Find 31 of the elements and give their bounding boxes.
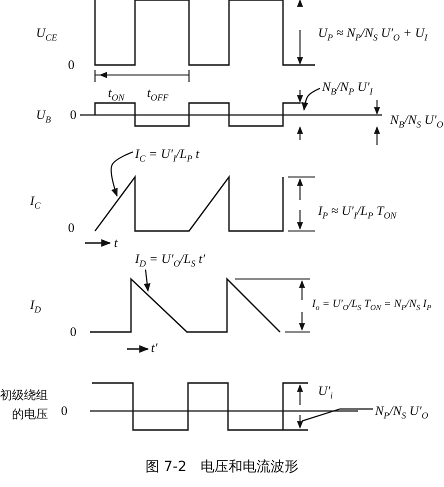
formula-label: t′ [151, 341, 158, 356]
formula-label: I$_{D}$ = U′$_{O}$/L$_{S}$ t′ [135, 252, 206, 269]
leader-line [144, 270, 150, 292]
formula-label: I$_{C}$ [30, 194, 40, 211]
formula-label: N$_{B}$/N$_{S}$ U′$_{O}$ [390, 113, 444, 130]
formula-label: N$_{B}$/N$_{P}$ U′$_{I}$ [322, 80, 373, 97]
formula-label: I$_{P}$ ≈ U′$_{I}$/L$_{P}$ T$_{ON}$ [318, 204, 396, 221]
zero-label: 0 [70, 325, 76, 340]
formula-label: U$_{CE}$ [36, 26, 58, 43]
waveform [94, 174, 284, 232]
zero-label: 0 [61, 404, 68, 418]
axis-label: 初级绕组的电压 [0, 387, 48, 424]
waveform [91, 382, 309, 431]
formula-label: I$_{o}$ = U′$_{O}$/L$_{S}$ T$_{ON}$ = N$_{P}$/N$_{S}$ I$_{P}$ [312, 298, 432, 313]
formula-label: I$_{D}$ [30, 298, 41, 315]
leader-line [302, 408, 373, 422]
leader-line [110, 151, 134, 197]
formula-label: I$_{C}$ = U′$_{I}$/L$_{P}$ t [135, 147, 200, 164]
formula-label: N$_{P}$/N$_{S}$ U′$_{O}$ [375, 404, 428, 421]
zero-label: 0 [70, 108, 76, 122]
waveform [90, 277, 280, 333]
formula-label: t [114, 236, 118, 250]
formula-label: U′$_{i}$ [318, 384, 333, 401]
formula-label: t$_{OFF}$ [147, 86, 168, 103]
zero-label: 0 [68, 58, 74, 72]
formula-label: U$_{P}$ ≈ N$_{P}$/N$_{S}$ U′$_{O}$ + U$_{I}$ [318, 26, 428, 43]
leader-line [302, 88, 320, 111]
caption: 图 7-2 电压和电流波形 [144, 460, 300, 476]
formula-label: t$_{ON}$ [108, 86, 124, 103]
formula-label: U$_{B}$ [36, 108, 51, 125]
zero-label: 0 [68, 221, 74, 236]
